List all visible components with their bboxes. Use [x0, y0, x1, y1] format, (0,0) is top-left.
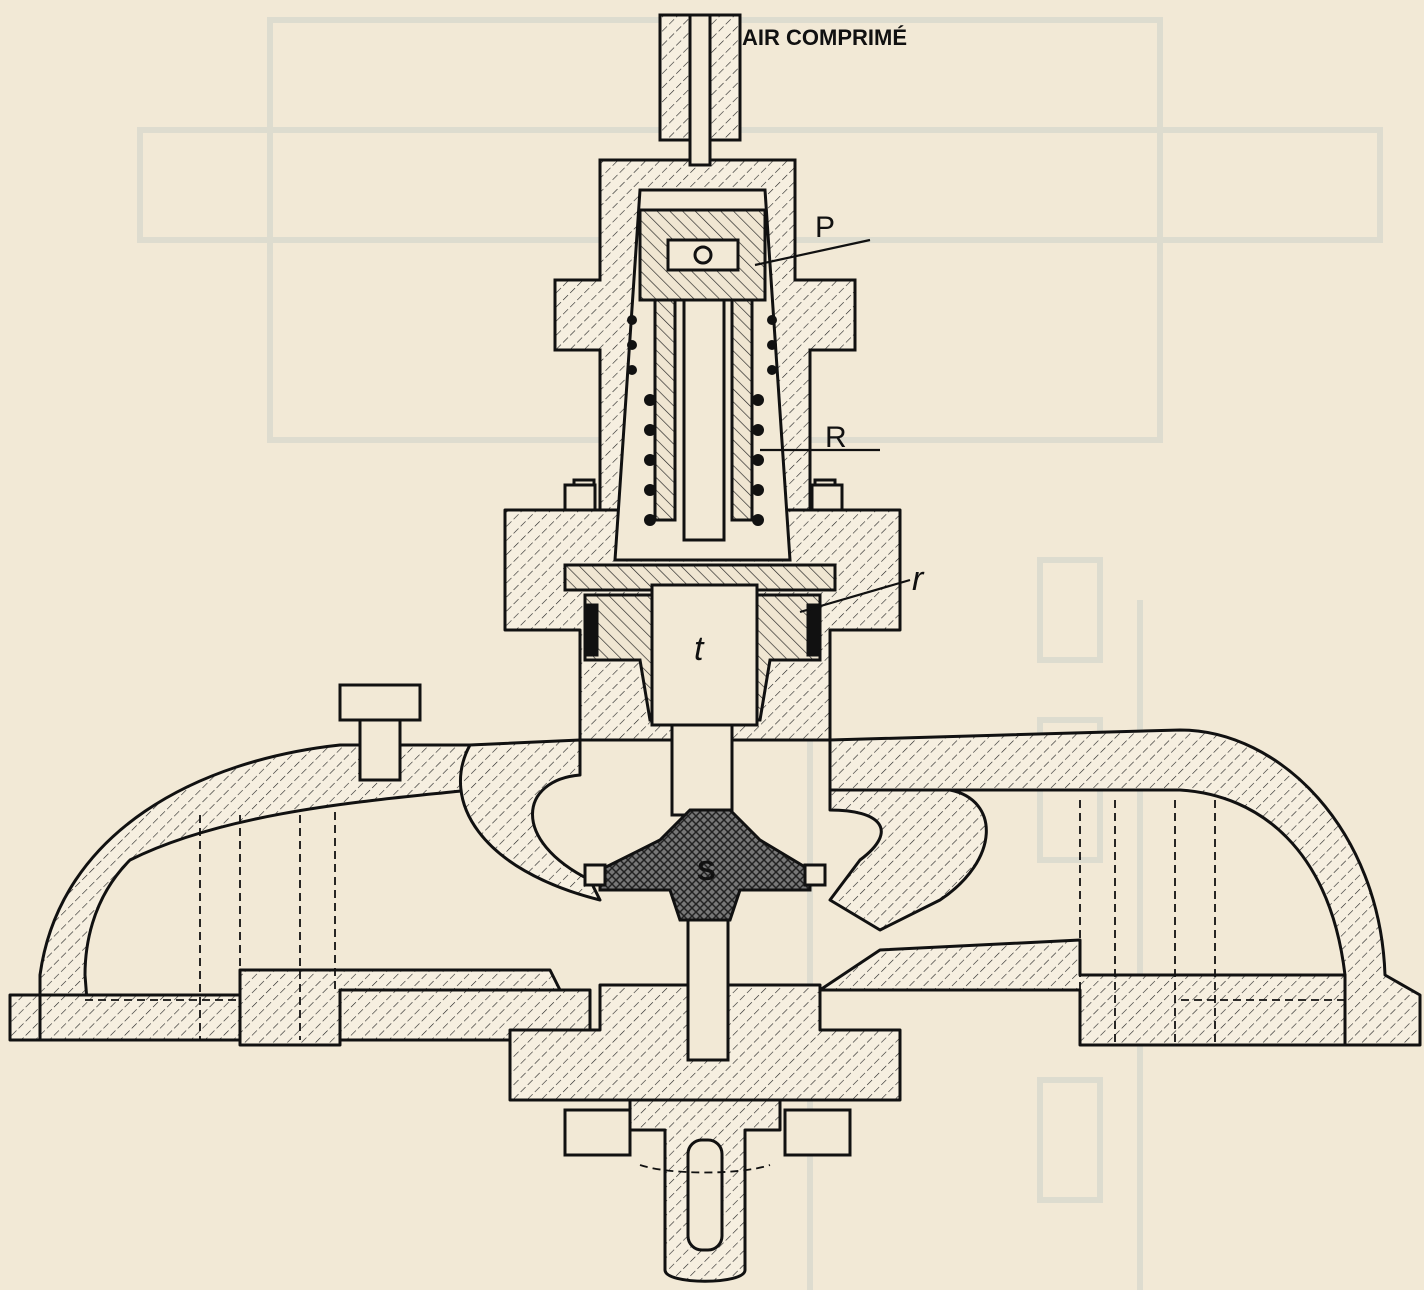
label-r: r — [912, 560, 925, 598]
air-comprime-label: AIR COMPRIMÉ — [742, 25, 907, 50]
label-P: P — [815, 211, 835, 244]
annotations — [754, 238, 911, 614]
s-channel-right — [828, 788, 988, 932]
s-channel — [459, 738, 602, 902]
spring-R — [627, 315, 777, 526]
bolts — [338, 483, 852, 1157]
upper-housing — [553, 13, 857, 562]
right-dome — [828, 728, 1422, 1047]
valve-disc-S — [583, 808, 827, 1062]
label-R: R — [825, 421, 847, 454]
label-S: S — [697, 855, 716, 886]
nut — [666, 238, 740, 272]
handle-slot — [686, 1138, 724, 1252]
hidden-lines — [85, 800, 1345, 1174]
stem — [682, 298, 726, 542]
lower-channel — [238, 968, 562, 1047]
label-t: t — [694, 630, 705, 668]
